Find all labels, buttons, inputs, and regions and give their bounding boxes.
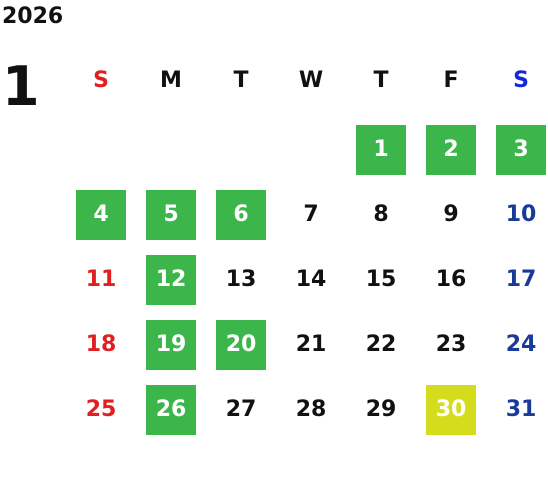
calendar-day-19[interactable]: 19 [146,320,196,370]
calendar-day-30[interactable]: 30 [426,385,476,435]
weekday-header-thu: T [373,68,389,93]
weekday-header-fri: F [443,68,459,93]
weekday-header-wed: W [298,68,324,93]
calendar-day-31[interactable]: 31 [505,397,537,422]
calendar-day-17[interactable]: 17 [505,267,537,292]
weekday-header-sat: S [513,68,529,93]
calendar-day-29[interactable]: 29 [365,397,397,422]
calendar-day-21[interactable]: 21 [295,332,327,357]
calendar-day-16[interactable]: 16 [435,267,467,292]
calendar-day-6[interactable]: 6 [216,190,266,240]
calendar-day-14[interactable]: 14 [295,267,327,292]
calendar-day-5[interactable]: 5 [146,190,196,240]
calendar-day-4[interactable]: 4 [76,190,126,240]
calendar-day-10[interactable]: 10 [505,202,537,227]
calendar-day-8[interactable]: 8 [373,202,389,227]
calendar-day-15[interactable]: 15 [365,267,397,292]
year-label: 2026 [2,4,64,29]
calendar-day-27[interactable]: 27 [225,397,257,422]
weekday-header-tue: T [233,68,249,93]
calendar-day-18[interactable]: 18 [85,332,117,357]
calendar-day-28[interactable]: 28 [295,397,327,422]
calendar-day-24[interactable]: 24 [505,332,537,357]
weekday-header-sun: S [93,68,109,93]
calendar-day-22[interactable]: 22 [365,332,397,357]
calendar-day-26[interactable]: 26 [146,385,196,435]
calendar-day-25[interactable]: 25 [85,397,117,422]
calendar-day-12[interactable]: 12 [146,255,196,305]
calendar-day-1[interactable]: 1 [356,125,406,175]
weekday-header-mon: M [160,68,182,93]
calendar-day-20[interactable]: 20 [216,320,266,370]
calendar-day-13[interactable]: 13 [225,267,257,292]
month-number: 1 [2,55,40,118]
calendar-day-23[interactable]: 23 [435,332,467,357]
calendar-day-2[interactable]: 2 [426,125,476,175]
calendar-day-7[interactable]: 7 [303,202,319,227]
calendar-day-9[interactable]: 9 [443,202,459,227]
calendar-day-3[interactable]: 3 [496,125,546,175]
calendar-day-11[interactable]: 11 [85,267,117,292]
